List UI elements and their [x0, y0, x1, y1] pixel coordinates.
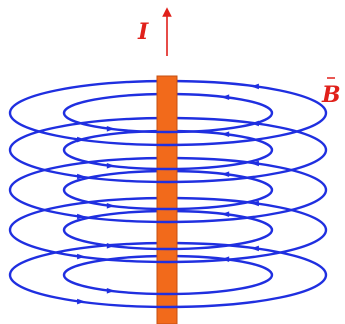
field-arrow-3-1b: [221, 211, 230, 218]
field-arrow-2-1f: [106, 202, 115, 209]
field-arrow-2-0f: [77, 213, 86, 220]
field-arrow-3-1f: [106, 242, 115, 249]
field-arrow-4-0f: [77, 298, 86, 305]
field-arrow-4-1b: [221, 256, 230, 263]
field-ring-front-4-1: [62, 274, 274, 296]
field-ring-front-1-0: [8, 149, 328, 184]
field-arrow-0-1f: [106, 125, 115, 132]
field-ring-front-0-1: [62, 112, 274, 134]
field-arrow-0-0f: [77, 136, 86, 143]
field-arrow-0-0b: [250, 83, 259, 90]
field-label: B: [321, 82, 341, 108]
field-arrow-3-0b: [250, 200, 259, 207]
field-ring-front-3-1: [62, 229, 274, 251]
field-arrow-3-0f: [77, 253, 86, 260]
field-ring-front-1-1: [62, 149, 274, 171]
field-arrow-1-0f: [77, 173, 86, 180]
field-direction-arrows: [77, 83, 259, 305]
field-arrow-1-1b: [221, 131, 230, 138]
field-label-group: B: [321, 77, 341, 108]
field-arrow-4-1f: [106, 287, 115, 294]
field-ring-front-2-0: [8, 189, 328, 224]
field-arrow-1-1f: [106, 162, 115, 169]
field-arrow-4-0b: [250, 245, 259, 252]
field-rings-front: [8, 112, 328, 309]
field-ring-front-4-0: [8, 274, 328, 309]
current-wire: [156, 75, 178, 324]
field-ring-front-0-0: [8, 112, 328, 147]
field-ring-front-3-0: [8, 229, 328, 264]
field-arrow-0-1b: [221, 94, 230, 101]
field-arrow-2-0b: [250, 160, 259, 167]
field-ring-front-2-1: [62, 189, 274, 211]
current-label: I: [137, 19, 149, 45]
field-arrow-1-0b: [250, 120, 259, 127]
field-arrow-2-1b: [221, 171, 230, 178]
